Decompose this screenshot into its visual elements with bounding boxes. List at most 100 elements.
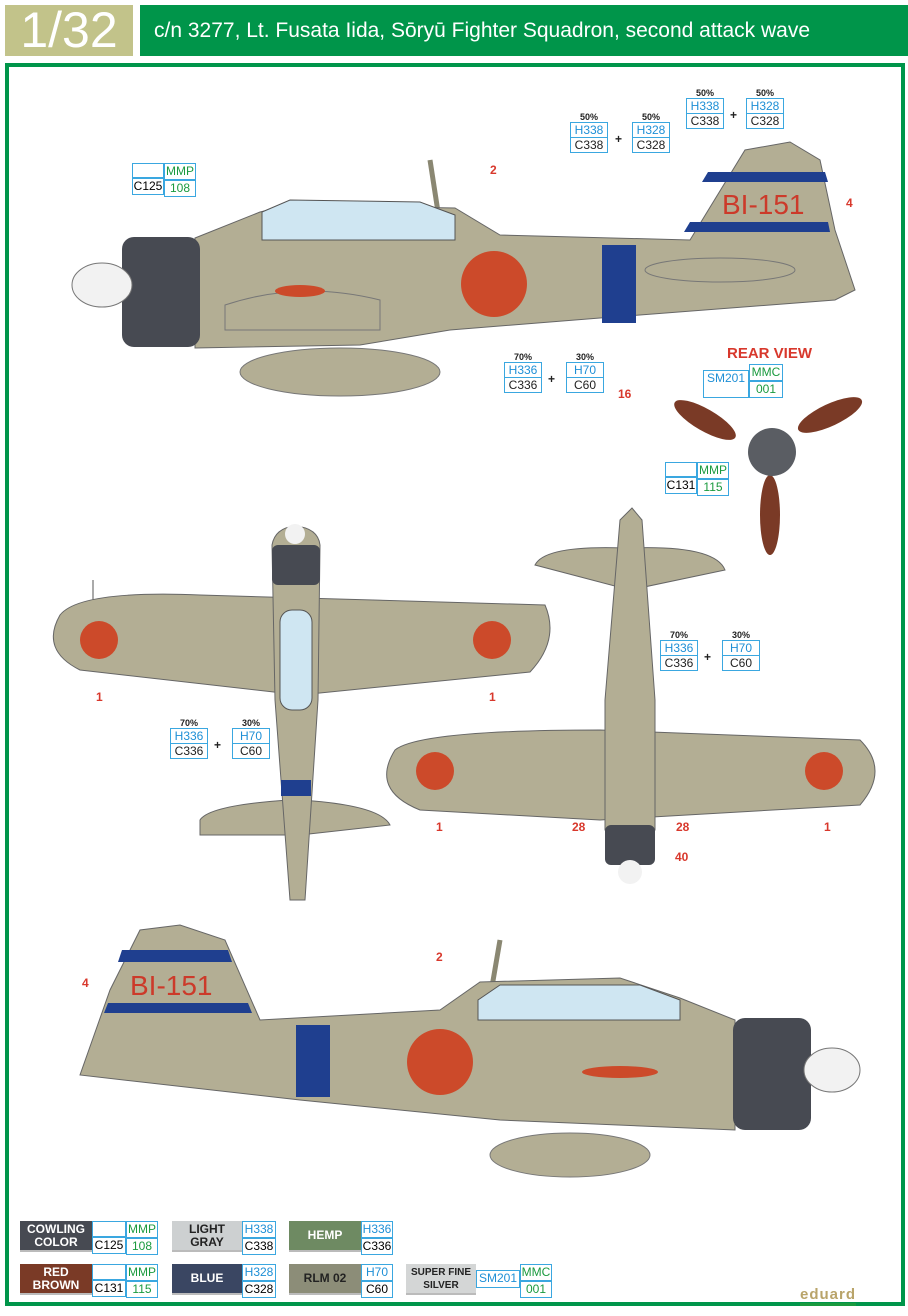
label: RED BROWN — [20, 1264, 92, 1295]
label: 50% — [579, 112, 598, 122]
tailplane — [644, 257, 796, 283]
label: 108 — [126, 1238, 158, 1255]
label: H336 — [174, 729, 204, 743]
label: + — [214, 738, 222, 752]
label: RLM 02 — [289, 1264, 361, 1295]
drop-tank — [239, 347, 441, 397]
label: C328 — [747, 113, 783, 128]
label: C60 — [723, 655, 759, 670]
label: C60 — [233, 743, 269, 758]
label: H70 — [239, 729, 262, 743]
label: C131 — [665, 477, 697, 494]
label: C336 — [171, 743, 207, 758]
label: C336 — [661, 655, 697, 670]
label: 70% — [513, 352, 532, 362]
label: MMC — [520, 1264, 552, 1281]
label: BLUE — [172, 1264, 242, 1295]
page-title: c/n 3277, Lt. Fusata Iida, Sōryū Fighter… — [140, 5, 908, 56]
tail-code-right: BI-151 — [130, 970, 213, 1001]
label: H336 — [664, 641, 694, 655]
label: SM201 — [476, 1270, 520, 1288]
rear-view — [674, 397, 863, 555]
label: C125 — [92, 1237, 126, 1254]
label: H70 — [729, 641, 752, 655]
label: 30% — [575, 352, 594, 362]
label: H70 — [361, 1264, 393, 1281]
label: C60 — [567, 377, 603, 392]
marking-number: 28 — [676, 820, 690, 834]
label: HEMP — [289, 1221, 361, 1252]
marking-number: 1 — [436, 820, 443, 834]
propeller-hub — [748, 428, 796, 476]
label: H338 — [574, 123, 604, 137]
label: 001 — [749, 381, 783, 398]
label: MMP — [126, 1221, 158, 1238]
marking-number: 40 — [675, 850, 689, 864]
marking-number: 1 — [824, 820, 831, 834]
side-view-left: BI-151 — [71, 141, 856, 397]
label: H336 — [361, 1221, 393, 1238]
label: 115 — [697, 479, 729, 496]
marking-number: 1 — [489, 690, 496, 704]
label: 70% — [179, 718, 198, 728]
label: MMC — [749, 364, 783, 381]
label: 30% — [241, 718, 260, 728]
bottom-view — [386, 507, 876, 884]
cowling — [122, 237, 200, 347]
label: COWLING COLOR — [20, 1221, 92, 1252]
tail-stripe-top — [702, 172, 828, 182]
marking-number: 4 — [82, 976, 89, 990]
label: H328 — [242, 1264, 276, 1281]
marking-number: 4 — [846, 196, 853, 210]
code-108: 108 — [164, 180, 196, 197]
scale-badge: 1/32 — [5, 5, 133, 56]
label: 001 — [520, 1281, 552, 1298]
label: + — [704, 650, 712, 664]
label: H328 — [636, 123, 666, 137]
label: 50% — [755, 88, 774, 98]
label: C336 — [361, 1238, 393, 1255]
label: H338 — [242, 1221, 276, 1238]
tail-code: BI-151 — [722, 189, 805, 220]
marking-number: 2 — [490, 163, 497, 177]
label: 50% — [695, 88, 714, 98]
label: 70% — [669, 630, 688, 640]
label: LIGHT GRAY — [172, 1221, 242, 1252]
label: MMP — [126, 1264, 158, 1281]
fuselage-band — [602, 245, 636, 323]
label: H338 — [690, 99, 720, 113]
label: H336 — [508, 363, 538, 377]
label: C338 — [242, 1238, 276, 1255]
label: C338 — [687, 113, 723, 128]
top-view — [52, 524, 551, 901]
label: H328 — [750, 99, 780, 113]
wing-hinomaru-edge — [275, 285, 325, 297]
label: H70 — [573, 363, 596, 377]
label: MMP — [697, 462, 729, 479]
label: C338 — [571, 137, 607, 152]
label: C328 — [242, 1281, 276, 1298]
label: C336 — [505, 377, 541, 392]
label: SUPER FINE SILVER — [406, 1264, 476, 1295]
marking-number: 28 — [572, 820, 586, 834]
label: C60 — [361, 1281, 393, 1298]
canopy — [261, 199, 456, 241]
label: C131 — [92, 1280, 126, 1297]
marking-number: 2 — [436, 950, 443, 964]
profile-frame — [5, 63, 905, 1306]
spinner — [71, 262, 133, 308]
code-mmp: MMP — [164, 163, 196, 180]
